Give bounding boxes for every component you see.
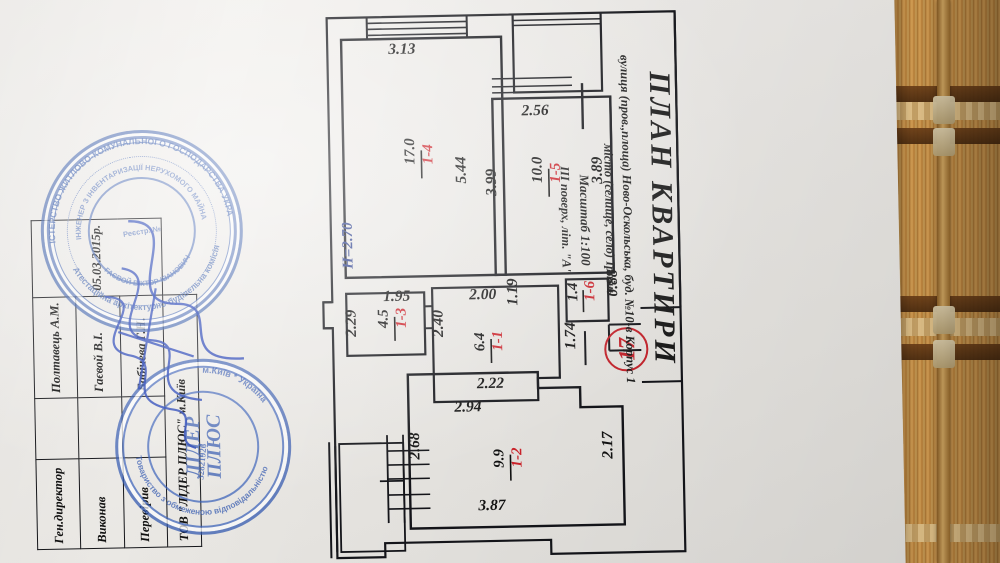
svg-text:9.9: 9.9	[491, 448, 507, 468]
room-label-1-1: 1-1 6.4	[472, 331, 506, 363]
svg-text:1-1: 1-1	[490, 331, 506, 351]
company-seal-city: м.Київ * Україна	[200, 364, 272, 405]
signature-cell-0	[34, 397, 80, 460]
dim-2-68: 2.68	[406, 432, 424, 461]
dim-2-40: 2.40	[429, 309, 447, 338]
role-cell-0: Ген.директор	[35, 458, 82, 550]
svg-text:17.0: 17.0	[402, 138, 419, 165]
company-seal-text: м.Київ * Україна Товариство з обмеженою …	[129, 364, 272, 523]
company-seal-form: Товариство з обмеженою відповідальністю	[129, 454, 270, 523]
dim-1-95: 1.95	[383, 288, 411, 306]
certification-stamp-text: МІНІСТЕРСТВО ЖИТЛОВО-КОМУНАЛЬНОГО ГОСПОД…	[26, 115, 236, 323]
svg-text:1-3: 1-3	[393, 307, 409, 328]
room-label-1-2: 1-2 9.9	[491, 447, 526, 481]
svg-text:4.5: 4.5	[375, 309, 391, 330]
dim-1-19: 1.19	[504, 278, 522, 306]
room-label-1-4: 1-4 17.0	[402, 138, 437, 179]
dim-3-87: 3.87	[477, 497, 507, 515]
svg-text:6.4: 6.4	[472, 332, 488, 352]
room-label-1-3: 1-3 4.5	[375, 307, 410, 341]
title-block: ПЛАН КВАРТИРИ вулиця (пров.,площа) Ново-…	[514, 3, 683, 436]
dim-2-94: 2.94	[453, 398, 482, 416]
dim-3-13: 3.13	[387, 40, 416, 58]
dim-2-29: 2.29	[342, 309, 360, 338]
dim-2-00: 2.00	[468, 286, 497, 304]
svg-text:ГАЄВОЙ ВІКТОР ІВАНОВИЧ: ГАЄВОЙ ВІКТОР ІВАНОВИЧ	[102, 252, 196, 294]
dim-3-99: 3.99	[483, 168, 501, 197]
svg-text:1-2: 1-2	[509, 447, 525, 468]
svg-text:Товариство з обмеженою відпові: Товариство з обмеженою відповідальністю	[129, 454, 270, 523]
scale-label: Масштаб 1:100	[576, 174, 594, 266]
stamp-text-inner-bottom: ГАЄВОЙ ВІКТОР ІВАНОВИЧ	[102, 252, 196, 294]
dim-5-44: 5.44	[452, 156, 470, 184]
dim-2-22: 2.22	[476, 375, 505, 393]
svg-text:1-4: 1-4	[420, 144, 436, 165]
stamp-text-registry: Реєстр. №	[122, 224, 161, 239]
svg-text:м.Київ * Україна: м.Київ * Україна	[200, 364, 272, 405]
document-sheet: 3.13 2.56 1.95 2.00 2.22 2.94 3.87 5.44 …	[0, 0, 907, 563]
ceiling-height-label: H=2.70	[340, 222, 357, 270]
